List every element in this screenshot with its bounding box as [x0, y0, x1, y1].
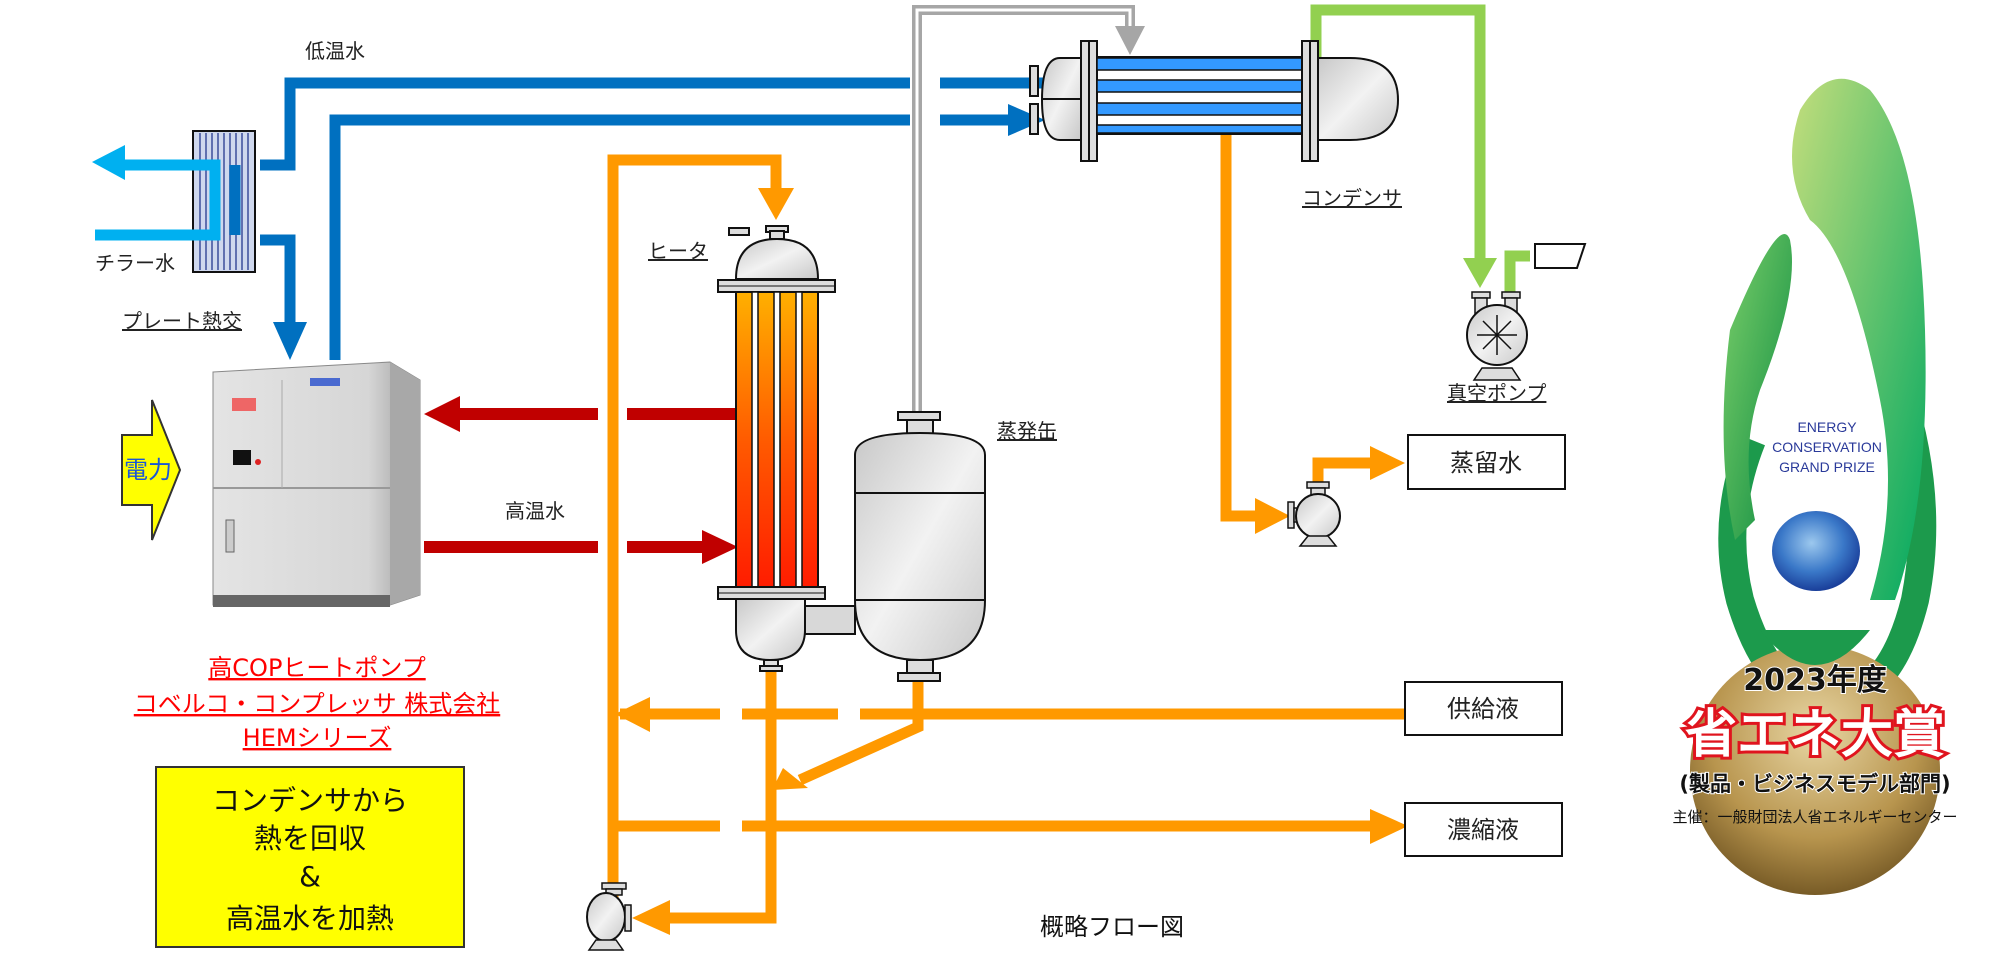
power-input-arrow [121, 399, 182, 541]
evaporator-label: 蒸発缶 [997, 419, 1057, 443]
distilled-water-label: 蒸留水 [1450, 449, 1522, 477]
heater-label: ヒータ [648, 239, 708, 263]
to-heater-top-arrow-icon [758, 188, 794, 220]
concentrate-endpoint: 濃縮液 [1404, 802, 1563, 857]
feed-arrow-icon [615, 697, 650, 732]
return-to-heat-pump-arrow-icon [424, 396, 460, 432]
control-panel-screen [233, 450, 251, 465]
gold-medal [1690, 645, 1940, 895]
to-distilled-water-arrow-icon [1370, 446, 1405, 480]
high-temp-water-lines [424, 396, 738, 564]
small-leaf-icon [1723, 234, 1792, 540]
award-english-line-1: ENERGY [1797, 419, 1857, 435]
award-organizer: 主催：一般財団法人省エネルギーセンター [1672, 808, 1957, 826]
heat-pump-caption-line-3[interactable]: HEMシリーズ [243, 724, 392, 752]
power-label: 電力 [124, 456, 172, 484]
award-year: 2023年度 [1743, 663, 1887, 698]
high-temp-water-label: 高温水 [505, 499, 565, 523]
heat-recovery-note-box: コンデンサから 熱を回収 & 高温水を加熱 [155, 766, 465, 948]
distillate-pump [1287, 481, 1341, 547]
low-temp-water-lines [260, 77, 1050, 360]
evaporator [854, 5, 1145, 682]
condenser-label: コンデンサ [1302, 186, 1402, 210]
note-line-1: コンデンサから [212, 784, 408, 817]
award-title: 省エネ大賞 [1685, 705, 1945, 765]
concentrate-arrow-icon [1370, 809, 1408, 844]
chiller-water-label: チラー水 [95, 251, 175, 275]
arrow-to-condenser-icon [1008, 104, 1045, 136]
vacuum-pump-label: 真空ポンプ [1447, 381, 1546, 405]
process-liquid-lines [607, 135, 1410, 935]
low-temp-water-label: 低温水 [305, 39, 365, 63]
to-heater-arrow-icon [702, 530, 738, 564]
diagram-caption: 概略フロー図 [1040, 913, 1184, 941]
heat-pump-badge [232, 398, 256, 411]
large-leaf-icon [1792, 78, 1926, 600]
feed-liquid-label: 供給液 [1447, 695, 1519, 723]
award-english-line-3: GRAND PRIZE [1779, 459, 1875, 475]
heat-pump-caption-line-2[interactable]: コベルコ・コンプレッサ 株式会社 [134, 690, 500, 718]
heat-pump-caption-line-1[interactable]: 高COPヒートポンプ [208, 654, 425, 682]
kobelco-logo [310, 378, 340, 386]
to-circulation-pump-arrow-icon [632, 900, 670, 935]
feed-liquid-endpoint: 供給液 [1404, 681, 1563, 736]
circulation-pump [586, 882, 632, 951]
plate-heat-exchanger-label: プレート熱交 [122, 309, 242, 333]
heat-pump-unit [212, 361, 421, 607]
vapor-to-condenser-arrow-icon [1115, 26, 1145, 55]
note-line-3: & [299, 860, 321, 893]
concentrate-label: 濃縮液 [1447, 816, 1519, 844]
globe-icon [1772, 511, 1860, 591]
condenser [1029, 4, 1587, 298]
award-category: (製品・ビジネスモデル部門) [1679, 772, 1950, 796]
to-distillate-pump-arrow-icon [1255, 498, 1290, 534]
plate-heat-exchanger [92, 130, 256, 273]
vacuum-pump [1466, 291, 1528, 381]
award-english-line-2: CONSERVATION [1772, 439, 1882, 455]
heater [717, 225, 856, 672]
vacuum-exhaust-outlet [1534, 243, 1587, 269]
distilled-water-endpoint: 蒸留水 [1407, 434, 1566, 490]
evaporator-to-drain-arrow-icon [772, 768, 808, 790]
note-line-4: 高温水を加熱 [226, 902, 394, 935]
note-line-2: 熱を回収 [254, 822, 366, 855]
impeller-icon [1477, 315, 1517, 355]
arrow-to-heat-pump-icon [273, 322, 307, 360]
chiller-water-out-arrow-icon [92, 145, 125, 180]
energy-conservation-award-logo: ENERGY CONSERVATION GRAND PRIZE 2023年度 省… [1672, 78, 1958, 895]
to-vacuum-pump-arrow-icon [1463, 258, 1497, 288]
